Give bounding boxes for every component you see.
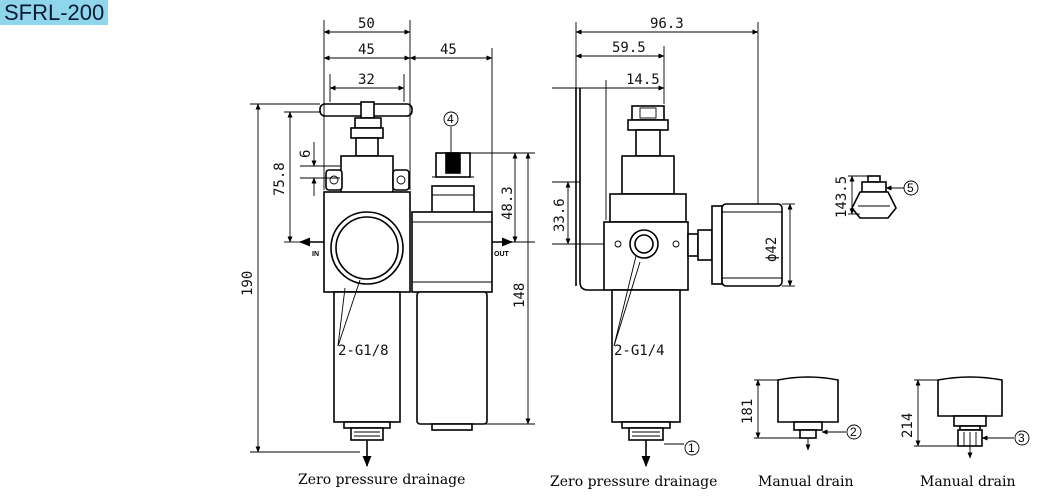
svg-text:5: 5 xyxy=(907,181,914,195)
dim-45-right: 45 xyxy=(440,42,457,58)
dim-6: 6 xyxy=(298,150,314,158)
thread-label-front: 2-G1/8 xyxy=(338,343,389,359)
dim-50: 50 xyxy=(358,16,375,32)
caption-manual-drain-1: Manual drain xyxy=(758,474,853,490)
svg-text:3: 3 xyxy=(1018,431,1025,445)
svg-text:1: 1 xyxy=(688,441,695,455)
dim-214: 214 xyxy=(900,413,916,438)
dim-45-left: 45 xyxy=(358,42,375,58)
detail-2-drain xyxy=(754,376,846,451)
dim-59-5: 59.5 xyxy=(612,40,646,56)
callout-2: 2 xyxy=(846,424,862,440)
callout-5: 5 xyxy=(903,180,919,196)
caption-side-drain: Zero pressure drainage xyxy=(550,474,717,490)
detail-5-drain xyxy=(848,175,904,219)
svg-text:2: 2 xyxy=(850,425,857,439)
front-dimension-lines xyxy=(250,20,535,453)
callout-3: 3 xyxy=(1014,430,1030,446)
dim-148: 148 xyxy=(512,283,528,308)
dim-33-6: 33.6 xyxy=(552,198,568,232)
side-view xyxy=(575,88,783,468)
dim-32: 32 xyxy=(358,72,375,88)
dim-143-5: 143.5 xyxy=(834,176,850,218)
caption-front-drain: Zero pressure drainage xyxy=(298,472,465,488)
model-title: SFRL-200 xyxy=(0,0,109,25)
dim-75-8: 75.8 xyxy=(272,162,288,196)
dim-96-3: 96.3 xyxy=(650,16,684,32)
front-view xyxy=(298,101,514,468)
port-in-label: IN xyxy=(312,251,319,258)
dim-48-3: 48.3 xyxy=(500,186,516,220)
dim-14-5: 14.5 xyxy=(626,72,660,88)
port-out-label: OUT xyxy=(494,251,510,258)
dim-190: 190 xyxy=(240,271,256,296)
detail-3-drain xyxy=(914,376,1014,459)
side-dimension-lines xyxy=(552,22,795,287)
caption-manual-drain-2: Manual drain xyxy=(920,474,1015,490)
callout-4: 4 xyxy=(443,111,459,127)
callout-1: 1 xyxy=(684,440,700,456)
thread-label-side: 2-G1/4 xyxy=(614,343,665,359)
dim-181: 181 xyxy=(740,399,756,424)
dim-phi-42: ϕ42 xyxy=(764,237,780,262)
svg-text:4: 4 xyxy=(447,112,454,126)
